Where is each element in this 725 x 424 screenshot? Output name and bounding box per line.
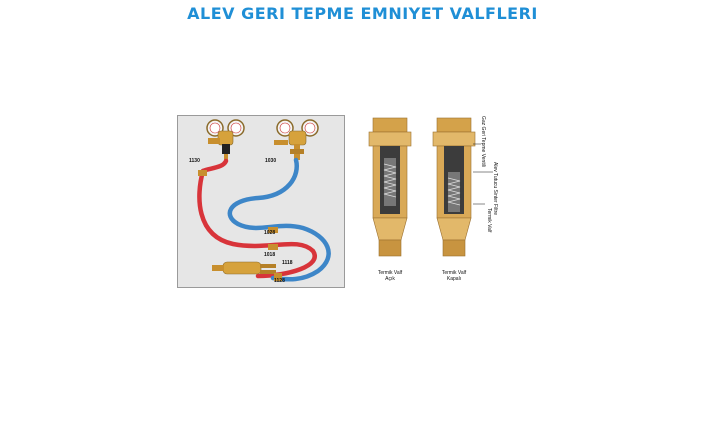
oxygen-regulator-icon — [206, 119, 245, 162]
red-hose — [197, 168, 317, 279]
part-label-1118: 1118 — [282, 260, 293, 266]
page-title: ALEV GERI TEPME EMNIYET VALFLERI — [187, 4, 538, 23]
valve-cross-section-drawing — [368, 117, 493, 257]
valve-closed-section — [432, 117, 493, 257]
valve-cross-section-illustration: Termik Valf Açık Termik Valf Kapalı Gaz … — [355, 112, 498, 297]
hose-setup-drawing — [197, 119, 331, 282]
caption-closed-line2: Kapalı — [446, 276, 462, 282]
caption-open-line1: Termik Valf — [377, 270, 403, 276]
side-label-check-valve: Gaz Geri Tepme Ventili — [480, 116, 486, 168]
caption-closed: Termik Valf Kapalı — [434, 270, 474, 282]
part-label-1030: 1030 — [265, 158, 277, 164]
valve-open-section — [368, 117, 412, 257]
part-label-1128: 1128 — [274, 278, 285, 284]
caption-open: Termik Valf Açık — [370, 270, 410, 282]
acetylene-regulator-icon — [274, 119, 319, 160]
part-label-1028: 1028 — [264, 230, 276, 236]
caption-closed-line1: Termik Valf — [441, 270, 467, 276]
caption-open-line2: Açık — [385, 276, 395, 282]
torch-icon — [212, 261, 282, 281]
part-label-1130: 1130 — [189, 158, 200, 164]
side-label-thermal-valve: Termik Valf — [486, 208, 492, 233]
side-label-sinter-filter: Alev Tutucu Sinter Filtre — [492, 162, 498, 216]
hose-setup-illustration: 1130 1030 1028 1018 1118 1128 — [177, 115, 345, 288]
part-label-1018: 1018 — [264, 252, 276, 258]
